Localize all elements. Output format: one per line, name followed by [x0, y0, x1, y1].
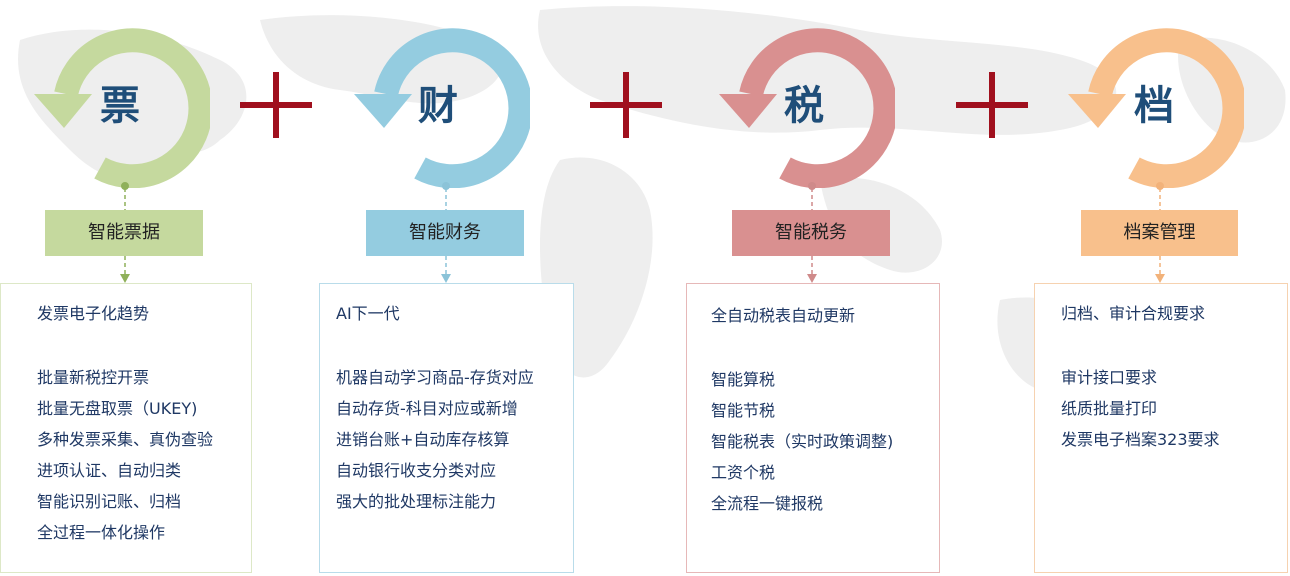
connector-bottom: [807, 256, 817, 283]
content-archive: 归档、审计合规要求 审计接口要求 纸质批量打印 发票电子档案323要求: [1034, 283, 1288, 573]
cycle-arrow-icon: [34, 28, 210, 188]
tax-char: 税: [784, 83, 824, 129]
list-item: 智能识别记账、归档: [37, 492, 182, 511]
list-item: 批量无盘取票（UKEY): [37, 399, 198, 418]
list-item: 进销台账+自动库存核算: [336, 430, 510, 449]
list-item: 纸质批量打印: [1061, 399, 1158, 418]
content-finance: AI下一代 机器自动学习商品-存货对应 自动存货-科目对应或新增 进销台账+自动…: [319, 283, 574, 573]
bill-char: 票: [100, 83, 140, 129]
list-item: 全流程一键报税: [711, 494, 824, 513]
finance-char: 财: [418, 83, 458, 129]
label-archive: 档案管理: [1081, 210, 1238, 256]
list-item: 批量新税控开票: [37, 368, 150, 387]
connector-top: [442, 182, 450, 210]
cycle-arrow-icon: [1068, 28, 1244, 188]
cycle-arrow-icon: [719, 28, 895, 188]
connector-top: [121, 182, 129, 210]
cycle-arrow-icon: [354, 28, 530, 188]
connector-bottom: [120, 256, 130, 283]
label-finance: 智能财务: [366, 210, 524, 256]
list-item: 智能税表（实时政策调整): [711, 432, 894, 451]
connector-bottom: [1155, 256, 1165, 283]
list-item: 机器自动学习商品-存货对应: [336, 368, 534, 387]
connector-top: [808, 182, 816, 210]
list-item: 强大的批处理标注能力: [336, 492, 497, 511]
plus-icon: [590, 72, 662, 138]
label-bill: 智能票据: [45, 210, 203, 256]
list-item: 多种发票采集、真伪查验: [37, 430, 214, 449]
label-tax: 智能税务: [732, 210, 890, 256]
plus-icon: [240, 72, 312, 138]
connector-bottom: [441, 256, 451, 283]
plus-icon: [956, 72, 1028, 138]
list-item: 智能算税: [711, 370, 776, 389]
list-item: 发票电子档案323要求: [1061, 430, 1220, 449]
content-tax: 全自动税表自动更新 智能算税 智能节税 智能税表（实时政策调整) 工资个税 全流…: [686, 283, 940, 573]
list-item: 归档、审计合规要求: [1061, 304, 1206, 323]
list-item: 审计接口要求: [1061, 368, 1158, 387]
content-bill: 发票电子化趋势 批量新税控开票 批量无盘取票（UKEY) 多种发票采集、真伪查验…: [0, 283, 252, 573]
list-item: 智能节税: [711, 401, 776, 420]
list-item: 自动存货-科目对应或新增: [336, 399, 518, 418]
list-item: AI下一代: [336, 304, 400, 323]
list-item: 进项认证、自动归类: [37, 461, 182, 480]
list-item: 全自动税表自动更新: [711, 306, 856, 325]
list-item: 工资个税: [711, 463, 776, 482]
list-item: 发票电子化趋势: [37, 304, 150, 323]
archive-char: 档: [1134, 83, 1174, 129]
list-item: 自动银行收支分类对应: [336, 461, 497, 480]
connector-top: [1156, 182, 1164, 210]
list-item: 全过程一体化操作: [37, 523, 166, 542]
